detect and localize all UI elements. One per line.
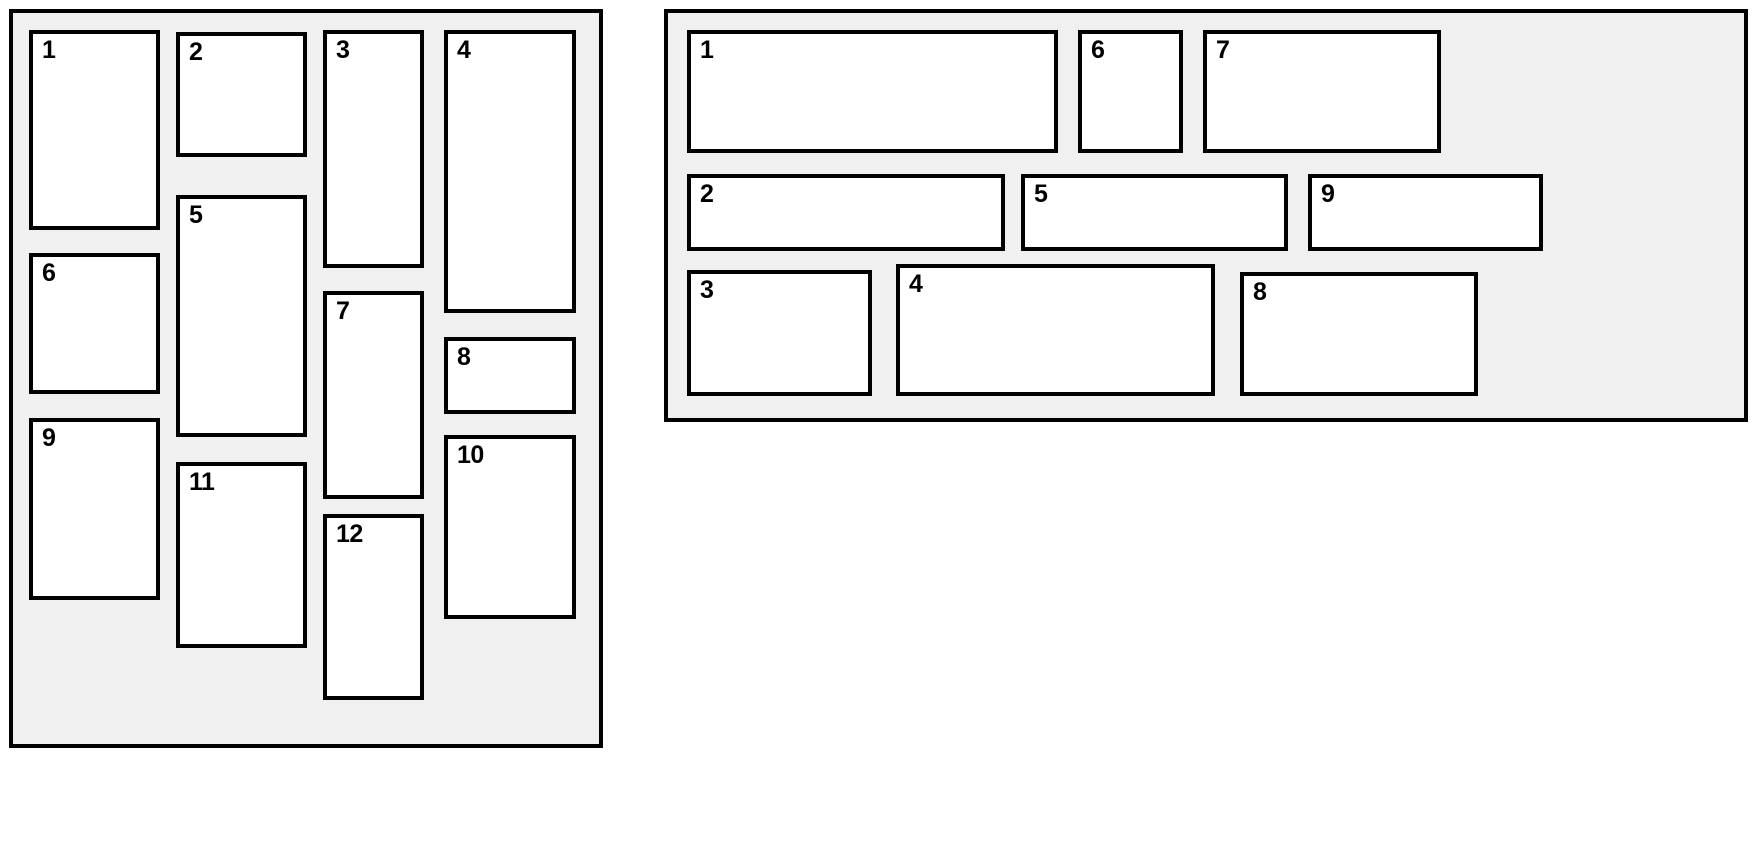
region-box-12[interactable]: 12 — [323, 514, 424, 700]
region-box-4[interactable]: 4 — [444, 30, 576, 313]
region-box-7[interactable]: 7 — [323, 291, 424, 499]
region-label: 5 — [189, 201, 203, 229]
region-box-8[interactable]: 8 — [1240, 272, 1478, 396]
region-box-8[interactable]: 8 — [444, 337, 576, 414]
region-label: 2 — [700, 180, 714, 208]
region-label: 4 — [457, 36, 471, 64]
region-box-2[interactable]: 2 — [687, 174, 1005, 251]
region-label: 11 — [189, 468, 215, 496]
region-label: 6 — [42, 259, 56, 287]
region-label: 4 — [909, 270, 923, 298]
region-box-6[interactable]: 6 — [1078, 30, 1183, 153]
region-box-1[interactable]: 1 — [687, 30, 1058, 153]
region-label: 7 — [1216, 36, 1230, 64]
region-box-9[interactable]: 9 — [29, 418, 160, 600]
region-label: 1 — [700, 36, 714, 64]
region-box-4[interactable]: 4 — [896, 264, 1215, 396]
region-box-5[interactable]: 5 — [1021, 174, 1288, 251]
region-label: 3 — [336, 36, 350, 64]
region-box-10[interactable]: 10 — [444, 435, 576, 619]
region-box-9[interactable]: 9 — [1308, 174, 1543, 251]
region-label: 10 — [457, 441, 484, 469]
region-label: 9 — [1321, 180, 1335, 208]
region-label: 3 — [700, 276, 714, 304]
region-label: 9 — [42, 424, 56, 452]
region-label: 8 — [457, 343, 471, 371]
region-box-6[interactable]: 6 — [29, 253, 160, 394]
region-box-5[interactable]: 5 — [176, 195, 307, 437]
region-box-3[interactable]: 3 — [687, 270, 872, 396]
region-label: 7 — [336, 297, 350, 325]
region-label: 1 — [42, 36, 56, 64]
region-box-3[interactable]: 3 — [323, 30, 424, 268]
right-panel: 1 6 7 2 5 9 3 4 8 — [664, 9, 1748, 422]
region-box-1[interactable]: 1 — [29, 30, 160, 230]
region-label: 6 — [1091, 36, 1105, 64]
region-label: 12 — [336, 520, 363, 548]
region-box-11[interactable]: 11 — [176, 462, 307, 648]
region-box-7[interactable]: 7 — [1203, 30, 1441, 153]
region-label: 2 — [189, 38, 203, 66]
region-box-2[interactable]: 2 — [176, 32, 307, 157]
region-label: 5 — [1034, 180, 1048, 208]
region-label: 8 — [1253, 278, 1267, 306]
